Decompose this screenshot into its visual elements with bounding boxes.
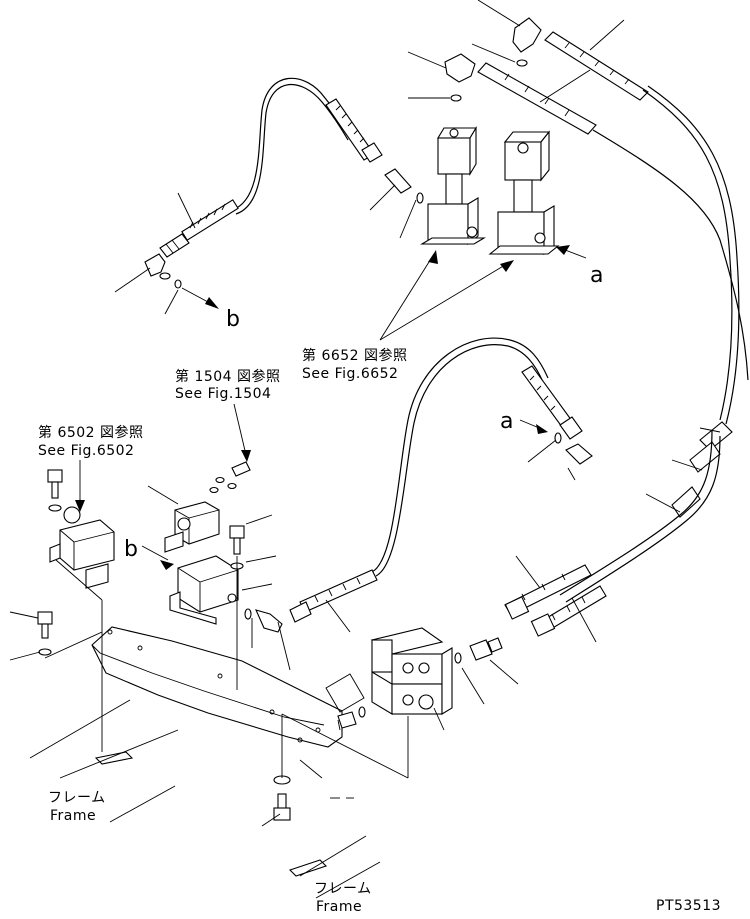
hose-middle-lower [289,569,378,623]
frame-label-1-en: Frame [50,808,96,824]
callout-a-right: a [590,263,603,288]
hose-top-left-lower [159,199,239,258]
ref-1504-en: See Fig.1504 [175,386,271,402]
callout-b-top: b [226,307,240,332]
ppc-valve-left [420,126,486,246]
control-valve-block [370,627,453,715]
ref-6652-en: See Fig.6652 [302,366,398,382]
solenoid-valve-1504 [164,501,220,553]
ppc-valve-right [488,130,560,256]
bracket-block [169,555,239,625]
bolt-center [229,525,283,633]
hose-top-right-2 [477,62,749,381]
ref-1504-jp: 第 1504 図参照 [175,368,281,385]
hose-middle-loop [371,337,593,577]
hose-top-left-loop [231,77,353,215]
hose-top-center [325,98,424,204]
hose-right-coil [559,421,733,603]
frame-label-2-jp: フレーム [314,881,372,897]
frame-bracket-2 [288,859,328,877]
small-fittings-1504 [209,461,251,494]
callout-a-mid: a [500,409,513,434]
fittings-top-right [444,17,542,102]
hose-right-lower-2 [530,585,607,637]
bolt-left-top [47,469,63,512]
bolt-bottom [273,775,291,821]
plug-fittings-valve [337,637,503,729]
drawing-id: PT53513 [656,898,721,914]
frame-label-1-jp: フレーム [48,790,106,806]
base-plate [91,626,343,748]
callout-b-left: b [124,537,138,562]
hose-top-right-1 [544,31,740,425]
bolt-left-lower [37,611,53,656]
arrows [75,245,587,570]
frame-bracket-1 [94,751,134,765]
solenoid-valve-6502 [49,506,115,589]
ref-6502-jp: 第 6502 図参照 [38,424,144,441]
fitting-elbow-left [144,253,182,289]
frame-label-2-en: Frame [316,899,362,915]
leader-lines [9,0,721,899]
ref-6502-en: See Fig.6502 [38,443,134,459]
hose-right-lower-1 [504,564,592,620]
ref-6652-jp: 第 6652 図参照 [302,347,408,364]
